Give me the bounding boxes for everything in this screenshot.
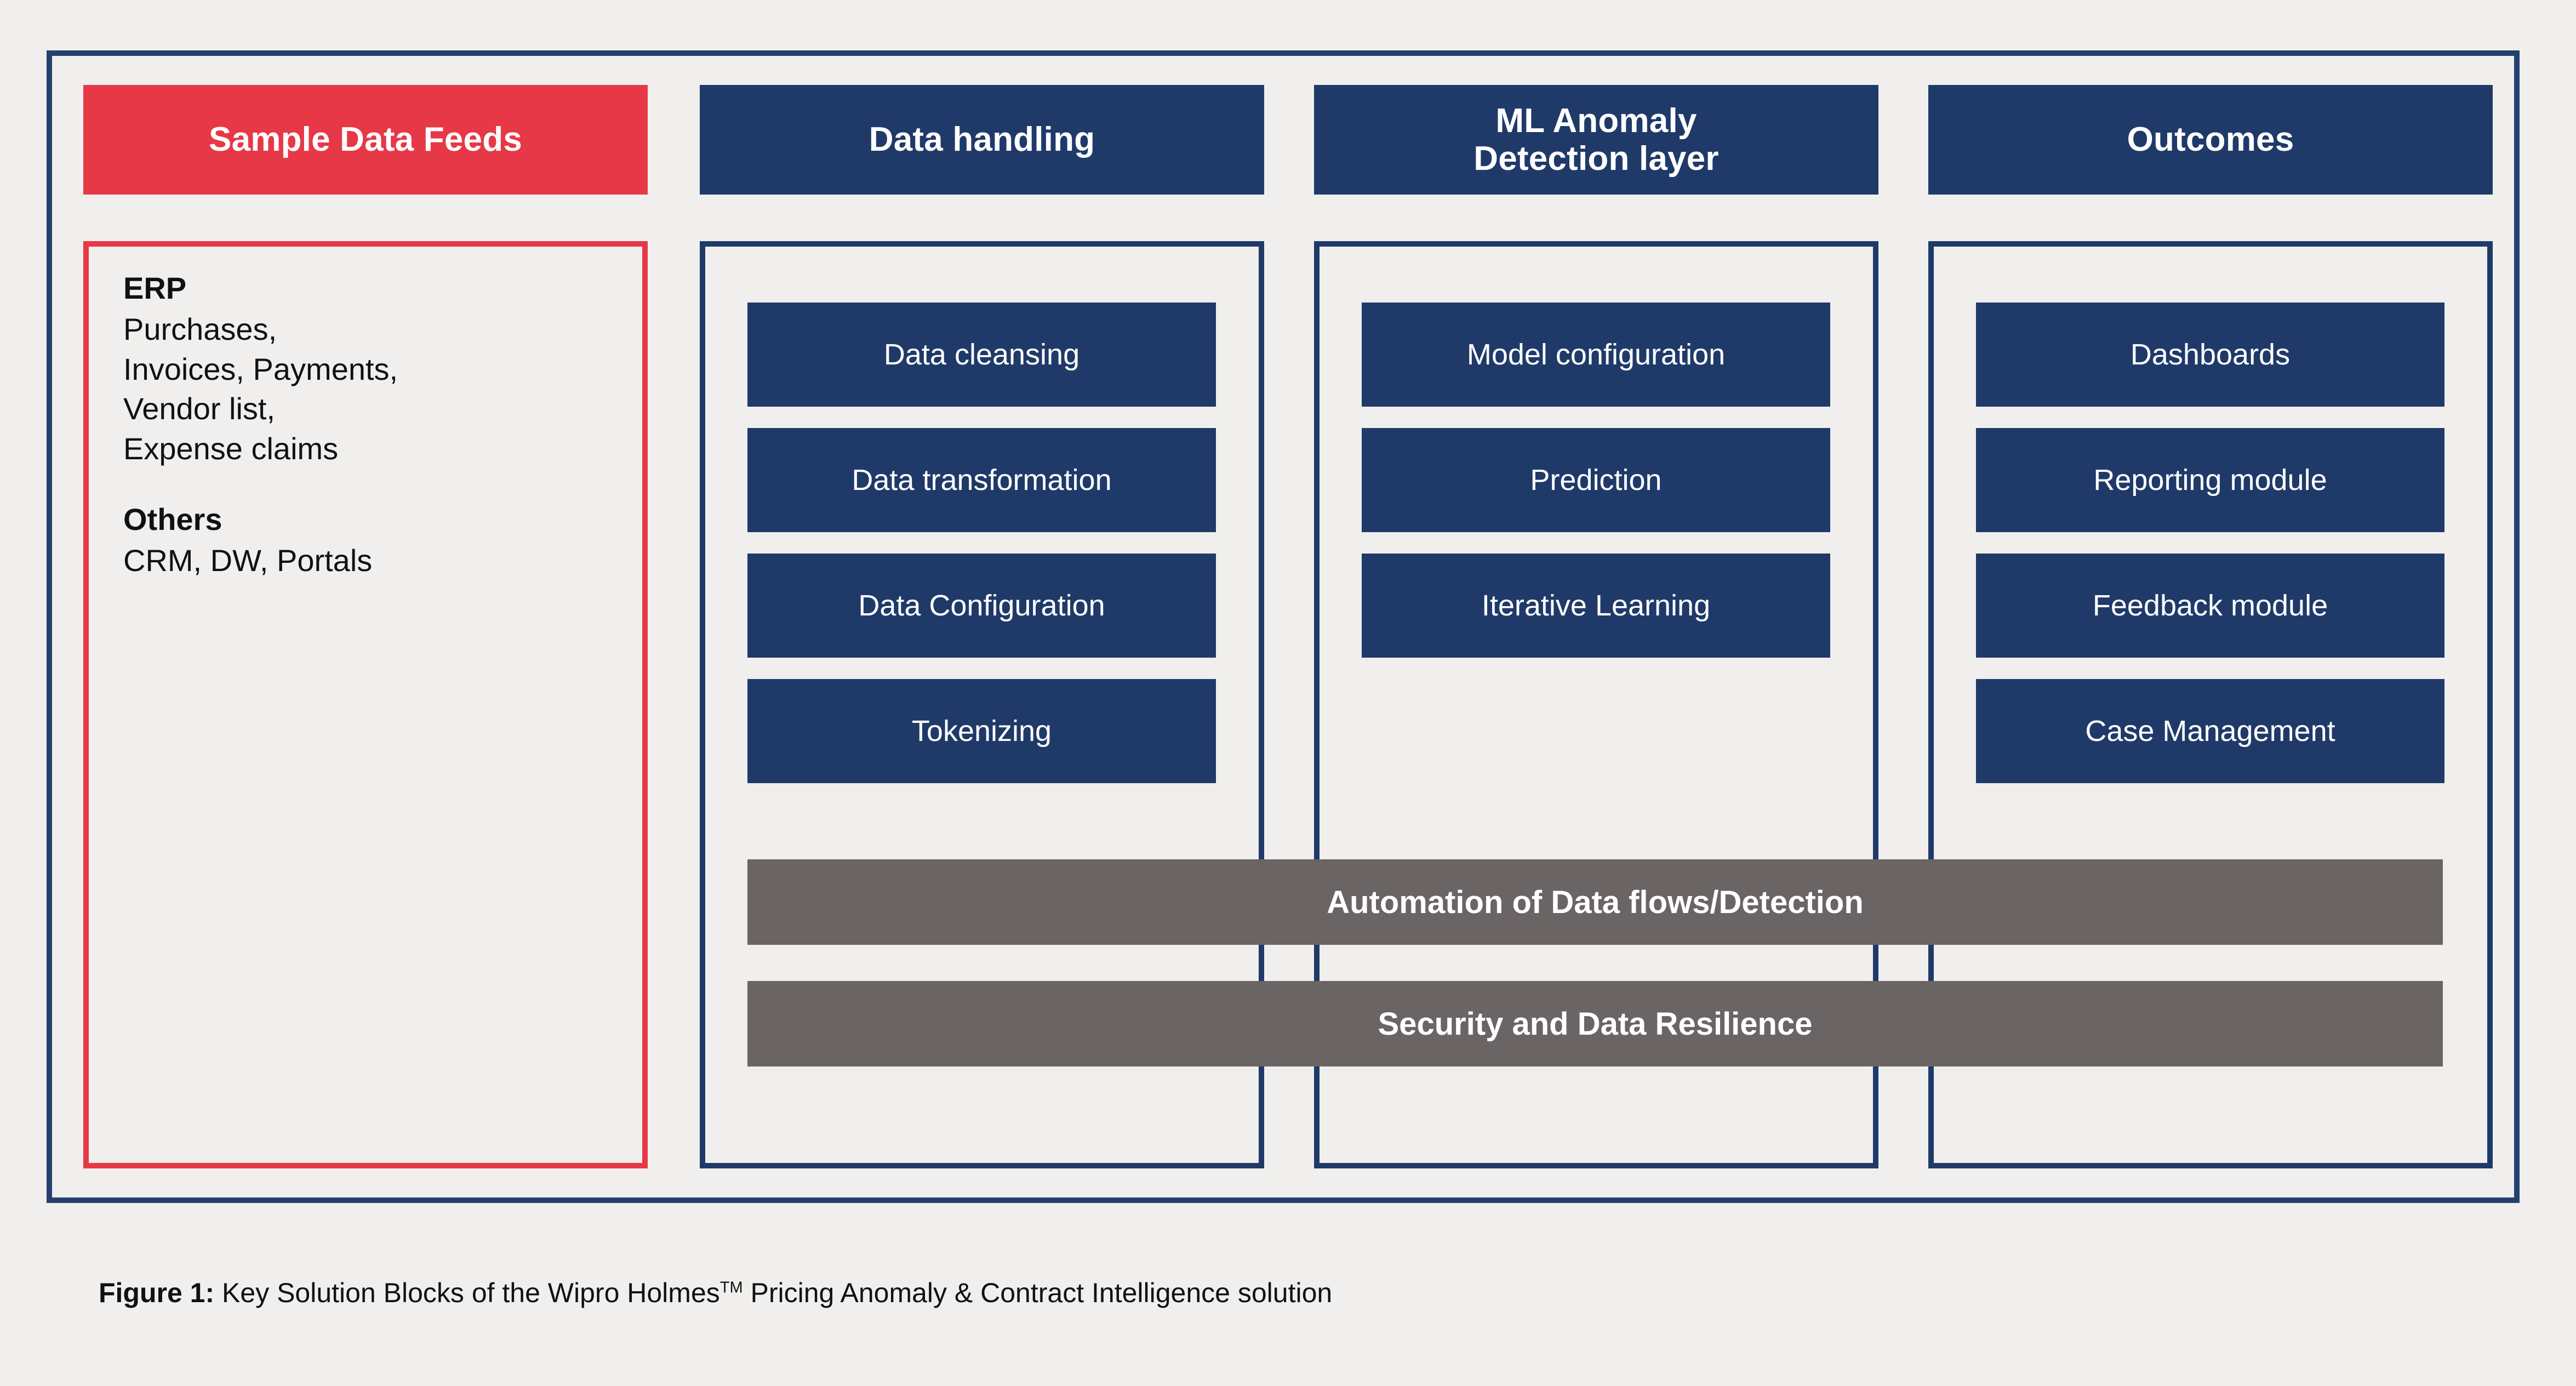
chip-tokenizing[interactable]: Tokenizing (747, 679, 1216, 783)
feed-group-title-others: Others (123, 501, 222, 537)
chip-label: Reporting module (2093, 464, 2327, 497)
column-body-sample-data-feeds (83, 241, 648, 1168)
band-label: Security and Data Resilience (1378, 1006, 1813, 1042)
outer-frame-border (47, 50, 2520, 1203)
column-header-outcomes: Outcomes (1928, 85, 2493, 195)
column-header-sample-data-feeds: Sample Data Feeds (83, 85, 648, 195)
figure-caption-text: Key Solution Blocks of the Wipro Holmes (214, 1277, 720, 1308)
column-header-label: ML Anomaly Detection layer (1473, 101, 1719, 178)
band-automation-of-data-flows-detection: Automation of Data flows/Detection (747, 859, 2443, 945)
column-header-label: Sample Data Feeds (209, 121, 522, 159)
chip-label: Data Configuration (858, 589, 1105, 622)
column-body-outcomes (1928, 241, 2493, 1168)
chip-label: Data cleansing (883, 338, 1080, 371)
figure-caption-label: Figure 1: (99, 1277, 215, 1308)
figure-caption-text-2: Pricing Anomaly & Contract Intelligence … (742, 1277, 1333, 1308)
feed-group-lines-others: CRM, DW, Portals (123, 543, 373, 578)
chip-label: Tokenizing (911, 715, 1052, 748)
column-header-label: Outcomes (2127, 121, 2294, 159)
chip-label: Feedback module (2092, 589, 2328, 622)
column-header-label: Data handling (869, 121, 1095, 159)
column-body-data-handling (700, 241, 1264, 1168)
column-header-ml-anomaly-detection-layer: ML Anomaly Detection layer (1314, 85, 1878, 195)
figure-caption: Figure 1: Key Solution Blocks of the Wip… (99, 1277, 1332, 1309)
column-header-data-handling: Data handling (700, 85, 1264, 195)
sample-data-feeds-content: ERP Purchases, Invoices, Payments, Vendo… (123, 269, 616, 581)
chip-data-cleansing[interactable]: Data cleansing (747, 303, 1216, 407)
chip-data-configuration[interactable]: Data Configuration (747, 554, 1216, 658)
chip-label: Prediction (1530, 464, 1662, 497)
chip-label: Model configuration (1466, 338, 1726, 371)
feed-group-erp: ERP Purchases, Invoices, Payments, Vendo… (123, 269, 616, 469)
band-security-and-data-resilience: Security and Data Resilience (747, 981, 2443, 1066)
column-body-ml-anomaly-detection-layer (1314, 241, 1878, 1168)
chip-label: Case Management (2085, 715, 2335, 748)
chip-label: Dashboards (2130, 338, 2291, 371)
chip-model-configuration[interactable]: Model configuration (1362, 303, 1830, 407)
chip-label: Iterative Learning (1481, 589, 1711, 622)
chip-iterative-learning[interactable]: Iterative Learning (1362, 554, 1830, 658)
feed-group-lines-erp: Purchases, Invoices, Payments, Vendor li… (123, 311, 398, 466)
trademark-symbol: TM (719, 1279, 743, 1297)
chip-data-transformation[interactable]: Data transformation (747, 428, 1216, 532)
chip-dashboards[interactable]: Dashboards (1976, 303, 2444, 407)
chip-reporting-module[interactable]: Reporting module (1976, 428, 2444, 532)
chip-case-management[interactable]: Case Management (1976, 679, 2444, 783)
chip-prediction[interactable]: Prediction (1362, 428, 1830, 532)
chip-feedback-module[interactable]: Feedback module (1976, 554, 2444, 658)
band-label: Automation of Data flows/Detection (1327, 884, 1864, 920)
feed-group-title-erp: ERP (123, 271, 187, 305)
chip-label: Data transformation (852, 464, 1112, 497)
feed-group-others: Others CRM, DW, Portals (123, 500, 616, 581)
